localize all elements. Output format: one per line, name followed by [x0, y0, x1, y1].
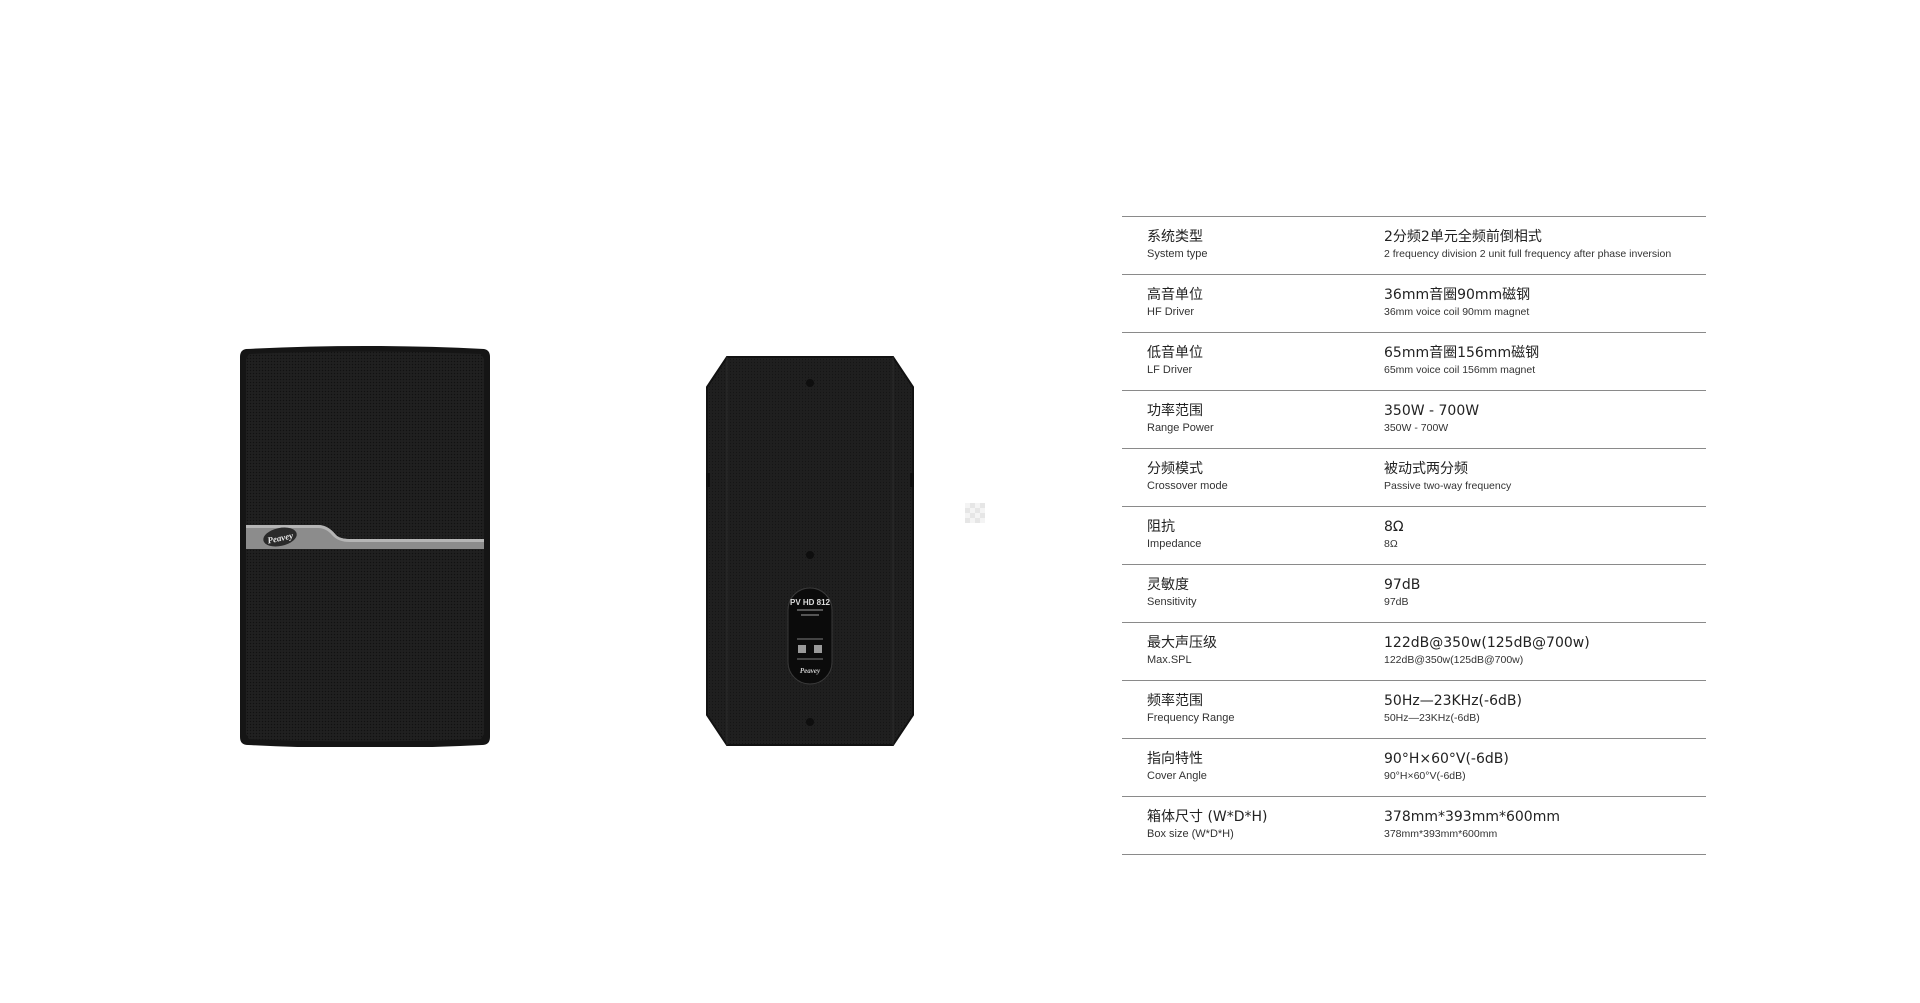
spec-value: 被动式两分频 Passive two-way frequency [1384, 461, 1704, 493]
spec-table: 系统类型 System type 2分频2单元全频前倒相式 2 frequenc… [1122, 216, 1706, 855]
spec-value-zh: 97dB [1384, 577, 1421, 593]
spec-value: 122dB@350w(125dB@700w) 122dB@350w(125dB@… [1384, 635, 1704, 667]
spec-label-zh: 阻抗 [1147, 519, 1175, 535]
spec-label-en: HF Driver [1147, 306, 1195, 318]
spec-value-en: 97dB [1384, 596, 1409, 608]
spec-label-en: Max.SPL [1147, 654, 1192, 666]
spec-label-en: Cover Angle [1147, 770, 1207, 782]
back-input-plate: PV HD 812 Peavey [787, 587, 833, 685]
spec-value-zh: 36mm音圈90mm磁钢 [1384, 287, 1531, 303]
spec-label-zh: 分频模式 [1147, 461, 1203, 477]
spec-value: 90°H×60°V(-6dB) 90°H×60°V(-6dB) [1384, 751, 1704, 783]
front-logo-badge: Peavey [246, 525, 484, 549]
spec-row-box-size: 箱体尺寸 (W*D*H) Box size (W*D*H) 378mm*393m… [1122, 797, 1706, 855]
spec-label: 阻抗 Impedance [1147, 519, 1367, 551]
spec-label-zh: 系统类型 [1147, 229, 1203, 245]
spec-value-zh: 8Ω [1384, 519, 1404, 535]
spec-value: 97dB 97dB [1384, 577, 1704, 609]
spec-label: 高音单位 HF Driver [1147, 287, 1367, 319]
spec-value-zh: 90°H×60°V(-6dB) [1384, 751, 1509, 767]
speaker-front-image: Peavey [240, 346, 490, 747]
spec-row-max-spl: 最大声压级 Max.SPL 122dB@350w(125dB@700w) 122… [1122, 623, 1706, 681]
spec-label-en: Box size (W*D*H) [1147, 828, 1234, 840]
spec-value-en: 65mm voice coil 156mm magnet [1384, 364, 1536, 376]
spec-value-en: 122dB@350w(125dB@700w) [1384, 654, 1524, 666]
spec-label-en: System type [1147, 248, 1208, 260]
spec-label: 最大声压级 Max.SPL [1147, 635, 1367, 667]
spec-value-en: 90°H×60°V(-6dB) [1384, 770, 1466, 782]
spec-row-crossover-mode: 分频模式 Crossover mode 被动式两分频 Passive two-w… [1122, 449, 1706, 507]
spec-row-lf-driver: 低音单位 LF Driver 65mm音圈156mm磁钢 65mm voice … [1122, 333, 1706, 391]
spec-label-en: Impedance [1147, 538, 1202, 550]
spec-row-sensitivity: 灵敏度 Sensitivity 97dB 97dB [1122, 565, 1706, 623]
spec-label: 频率范围 Frequency Range [1147, 693, 1367, 725]
spec-label-en: Crossover mode [1147, 480, 1228, 492]
spec-row-system-type: 系统类型 System type 2分频2单元全频前倒相式 2 frequenc… [1122, 217, 1706, 275]
spec-label: 功率范围 Range Power [1147, 403, 1367, 435]
spec-value: 65mm音圈156mm磁钢 65mm voice coil 156mm magn… [1384, 345, 1704, 377]
spec-label: 分频模式 Crossover mode [1147, 461, 1367, 493]
spec-label-zh: 频率范围 [1147, 693, 1203, 709]
spec-label-zh: 高音单位 [1147, 287, 1203, 303]
spec-value-en: 350W - 700W [1384, 422, 1449, 434]
spec-label: 系统类型 System type [1147, 229, 1367, 261]
back-logo-text: Peavey [800, 667, 821, 675]
spec-label: 低音单位 LF Driver [1147, 345, 1367, 377]
spec-value-en: 50Hz—23KHz(-6dB) [1384, 712, 1480, 724]
spec-row-impedance: 阻抗 Impedance 8Ω 8Ω [1122, 507, 1706, 565]
spec-label-zh: 箱体尺寸 (W*D*H) [1147, 809, 1268, 825]
spec-value: 36mm音圈90mm磁钢 36mm voice coil 90mm magnet [1384, 287, 1704, 319]
spec-value: 8Ω 8Ω [1384, 519, 1704, 551]
spec-value-en: 36mm voice coil 90mm magnet [1384, 306, 1530, 318]
spec-value-en: 2 frequency division 2 unit full frequen… [1384, 248, 1672, 260]
spec-value-zh: 65mm音圈156mm磁钢 [1384, 345, 1540, 361]
spec-value: 378mm*393mm*600mm 378mm*393mm*600mm [1384, 809, 1704, 841]
spec-label-zh: 最大声压级 [1147, 635, 1217, 651]
spec-label: 灵敏度 Sensitivity [1147, 577, 1367, 609]
back-model-label: PV HD 812 [790, 598, 831, 607]
spec-value-zh: 50Hz—23KHz(-6dB) [1384, 693, 1522, 709]
spec-row-hf-driver: 高音单位 HF Driver 36mm音圈90mm磁钢 36mm voice c… [1122, 275, 1706, 333]
spec-row-cover-angle: 指向特性 Cover Angle 90°H×60°V(-6dB) 90°H×60… [1122, 739, 1706, 797]
spec-value-zh: 被动式两分频 [1384, 461, 1468, 477]
spec-value-zh: 350W - 700W [1384, 403, 1480, 419]
spec-row-frequency-range: 频率范围 Frequency Range 50Hz—23KHz(-6dB) 50… [1122, 681, 1706, 739]
spec-label-en: Frequency Range [1147, 712, 1235, 724]
spec-value: 50Hz—23KHz(-6dB) 50Hz—23KHz(-6dB) [1384, 693, 1704, 725]
spec-value-en: 378mm*393mm*600mm [1384, 828, 1498, 840]
spec-row-range-power: 功率范围 Range Power 350W - 700W 350W - 700W [1122, 391, 1706, 449]
spec-value-zh: 378mm*393mm*600mm [1384, 809, 1560, 825]
spec-value-en: Passive two-way frequency [1384, 480, 1512, 492]
spec-value-en: 8Ω [1384, 538, 1398, 550]
spec-value: 350W - 700W 350W - 700W [1384, 403, 1704, 435]
spec-label: 指向特性 Cover Angle [1147, 751, 1367, 783]
spec-label-en: LF Driver [1147, 364, 1193, 376]
spec-label-zh: 低音单位 [1147, 345, 1203, 361]
image-placeholder-thumbnail [965, 503, 985, 523]
spec-value-zh: 2分频2单元全频前倒相式 [1384, 229, 1542, 245]
spec-label-zh: 功率范围 [1147, 403, 1203, 419]
speaker-back-image: PV HD 812 Peavey [706, 356, 914, 746]
spec-label-zh: 灵敏度 [1147, 577, 1189, 593]
spec-label-en: Range Power [1147, 422, 1214, 434]
spec-value-zh: 122dB@350w(125dB@700w) [1384, 635, 1590, 651]
spec-value: 2分频2单元全频前倒相式 2 frequency division 2 unit… [1384, 229, 1704, 261]
spec-label-zh: 指向特性 [1147, 751, 1203, 767]
spec-label-en: Sensitivity [1147, 596, 1197, 608]
spec-label: 箱体尺寸 (W*D*H) Box size (W*D*H) [1147, 809, 1367, 841]
